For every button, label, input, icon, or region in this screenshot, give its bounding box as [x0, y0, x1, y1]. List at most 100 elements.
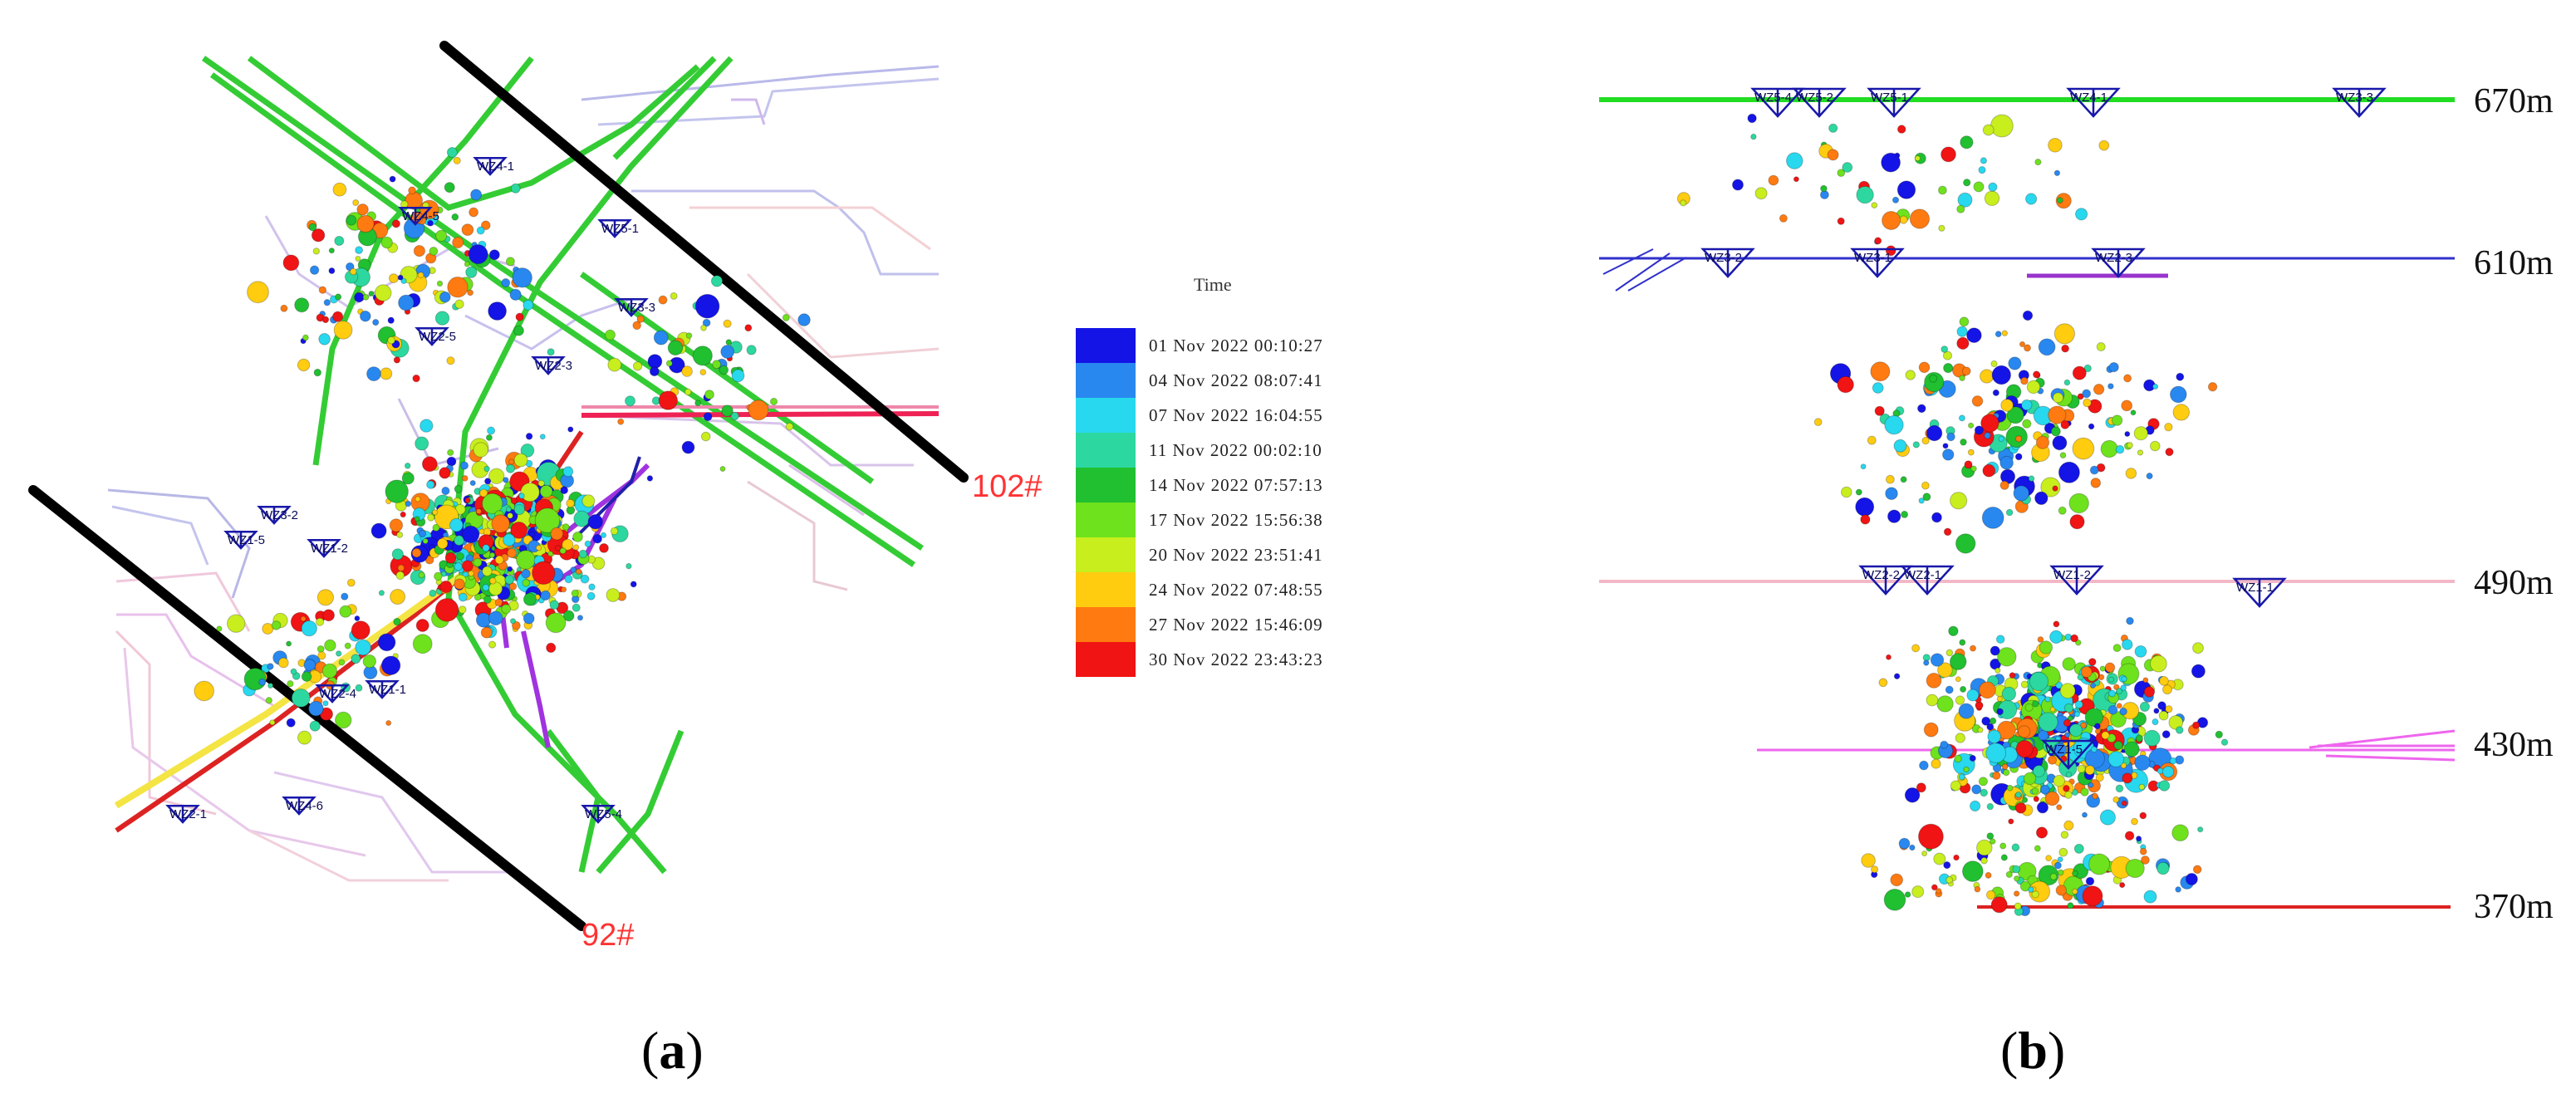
event-marker — [301, 671, 312, 682]
event-marker — [2034, 159, 2042, 166]
station-label: WZ5-4 — [1754, 91, 1792, 105]
event-marker — [1995, 667, 2001, 674]
event-marker — [1860, 463, 1867, 470]
event-marker — [1985, 743, 2007, 763]
event-marker — [2125, 858, 2145, 879]
station-label: WZ4-5 — [402, 209, 439, 223]
event-marker — [2022, 419, 2032, 429]
event-marker — [362, 654, 376, 669]
event-marker — [2168, 715, 2184, 730]
event-marker — [501, 604, 512, 615]
event-marker — [588, 583, 596, 591]
event-marker — [374, 284, 392, 301]
event-marker — [692, 346, 713, 366]
event-marker — [501, 278, 511, 287]
legend-swatch — [1076, 502, 1136, 537]
event-marker — [419, 529, 427, 538]
station-marker: WZ2-1 — [1900, 565, 1955, 596]
event-marker — [1943, 861, 1951, 870]
event-marker — [444, 551, 457, 564]
event-marker — [2082, 885, 2103, 907]
event-marker — [395, 571, 405, 581]
event-marker — [523, 612, 535, 625]
level-label-610: 610m — [2474, 244, 2554, 282]
event-marker — [1978, 777, 1988, 787]
event-marker — [1980, 157, 1987, 164]
event-marker — [461, 525, 480, 544]
event-marker — [393, 617, 401, 626]
station-label: WZ5-1 — [601, 222, 639, 236]
event-marker — [2068, 723, 2083, 738]
event-marker — [584, 540, 591, 547]
event-marker — [2099, 809, 2116, 826]
event-marker — [356, 203, 369, 216]
station-label: WZ1-5 — [228, 533, 265, 547]
event-marker — [411, 547, 422, 558]
station-triangle-icon — [2066, 87, 2121, 118]
event-marker — [2013, 890, 2020, 897]
event-marker — [247, 281, 269, 304]
event-marker — [578, 549, 588, 559]
event-marker — [286, 640, 292, 647]
event-marker — [1870, 361, 1891, 382]
event-marker — [1963, 179, 1971, 187]
event-marker — [2165, 705, 2173, 713]
event-marker — [446, 456, 457, 467]
station-triangle-icon — [581, 804, 616, 824]
event-marker — [2159, 676, 2169, 686]
event-marker — [393, 356, 401, 364]
event-marker — [323, 299, 331, 306]
event-marker — [2108, 362, 2119, 373]
station-marker: WZ3-3 — [2332, 87, 2387, 118]
event-marker — [309, 720, 321, 732]
event-marker — [700, 431, 711, 442]
event-marker — [2061, 344, 2070, 353]
event-marker — [461, 560, 473, 572]
event-marker — [1945, 685, 1954, 694]
event-marker — [521, 569, 531, 579]
event-marker — [513, 503, 525, 516]
event-marker — [606, 588, 621, 602]
legend-item: 07 Nov 2022 16:04:55 — [1076, 398, 1358, 433]
event-marker — [485, 434, 493, 441]
event-marker — [2108, 676, 2115, 683]
legend-swatch — [1076, 468, 1136, 502]
event-marker — [415, 436, 429, 451]
event-marker — [600, 532, 607, 539]
event-marker — [2024, 344, 2031, 352]
event-marker — [417, 272, 424, 279]
event-marker — [1948, 625, 1959, 636]
event-marker — [1953, 854, 1960, 861]
event-marker — [1871, 865, 1879, 874]
event-marker — [349, 267, 357, 276]
station-marker: WZ1-2 — [307, 538, 348, 558]
event-marker — [702, 318, 711, 327]
event-marker — [434, 598, 459, 622]
event-marker — [2060, 831, 2069, 839]
event-marker — [1960, 685, 1967, 693]
event-marker — [2119, 707, 2127, 716]
event-marker — [2141, 855, 2150, 865]
event-marker — [2088, 658, 2097, 666]
event-marker — [464, 261, 470, 267]
station-label: WZ3-3 — [2336, 91, 2373, 105]
event-marker — [1970, 800, 1981, 812]
event-marker — [1837, 169, 1846, 178]
event-marker — [2185, 873, 2198, 885]
event-marker — [484, 478, 492, 485]
event-marker — [1931, 884, 1938, 891]
event-marker — [391, 219, 400, 228]
event-marker — [562, 610, 575, 622]
event-marker — [398, 294, 415, 311]
event-marker — [1992, 389, 1999, 396]
event-marker — [2038, 338, 2056, 356]
event-marker — [1950, 780, 1961, 792]
station-triangle-icon — [398, 206, 433, 226]
event-marker — [286, 718, 296, 728]
event-marker — [1938, 185, 1947, 195]
event-marker — [2146, 473, 2153, 480]
station-triangle-icon — [1900, 565, 1955, 596]
event-marker — [415, 619, 429, 632]
event-marker — [2049, 873, 2058, 880]
legend-label: 20 Nov 2022 23:51:41 — [1149, 545, 1323, 565]
